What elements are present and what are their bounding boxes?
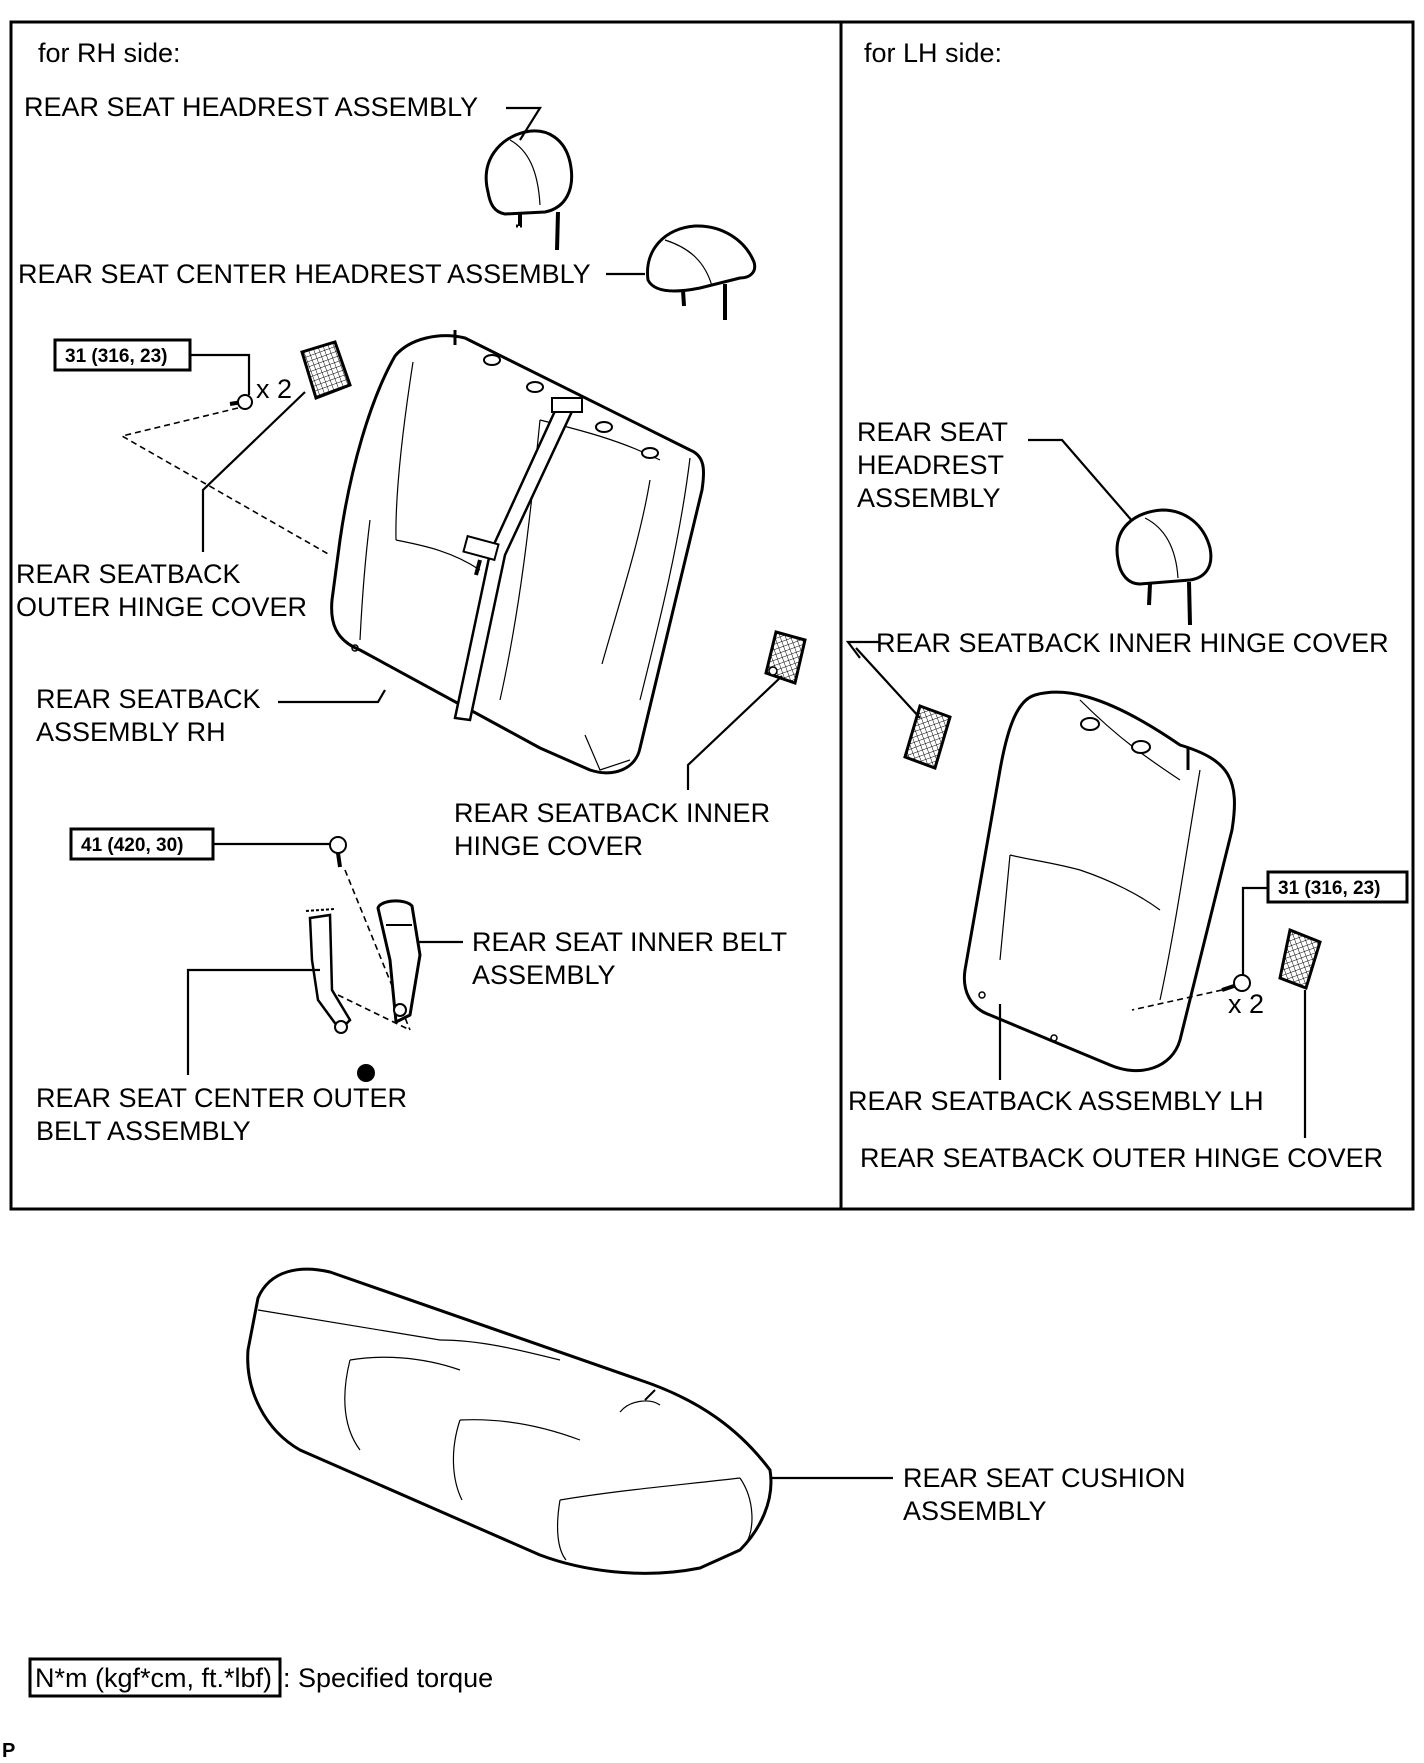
rh-torque-leader-1 <box>190 353 251 395</box>
lh-inner-hinge-cover <box>903 704 952 770</box>
cushion-label-2: ASSEMBLY <box>903 1496 1047 1526</box>
rh-center-outer-belt-leader <box>186 968 320 1075</box>
rh-qty-1: x 2 <box>256 374 292 404</box>
rh-center-headrest <box>646 224 757 320</box>
rh-outer-hinge-cover <box>300 340 352 400</box>
rh-headrest <box>484 129 574 251</box>
rh-bolt-1 <box>229 394 253 410</box>
lh-headrest-label-1: REAR SEAT <box>857 417 1008 447</box>
rh-headrest-leader <box>506 106 542 141</box>
torque-legend: N*m (kgf*cm, ft.*lbf) : Specified torque <box>28 1657 493 1698</box>
rh-inner-hinge-cover <box>764 630 807 685</box>
rh-center-outer-belt-label-1: REAR SEAT CENTER OUTER <box>36 1083 407 1113</box>
rh-inner-belt <box>376 899 422 1024</box>
lh-torque-leader <box>1241 886 1268 975</box>
rh-inner-belt-label-2: ASSEMBLY <box>472 960 616 990</box>
seat-cushion <box>246 1267 773 1575</box>
lh-bolt <box>1221 974 1251 992</box>
lh-alignment-line <box>1131 989 1223 1011</box>
rh-center-outer-belt <box>305 908 375 1082</box>
lh-panel-title: for LH side: <box>864 38 1002 68</box>
legend-box-text: N*m (kgf*cm, ft.*lbf) <box>35 1663 272 1693</box>
lh-headrest-label-3: ASSEMBLY <box>857 483 1001 513</box>
lh-seatback-label: REAR SEATBACK ASSEMBLY LH <box>848 1086 1264 1116</box>
rh-torque-value-1: 31 (316, 23) <box>65 346 167 367</box>
rh-inner-hinge-cover-label-1: REAR SEATBACK INNER <box>454 798 770 828</box>
rh-panel-title: for RH side: <box>38 38 181 68</box>
rh-torque-box-1: 31 (316, 23) <box>53 338 192 372</box>
rh-center-outer-belt-label-2: BELT ASSEMBLY <box>36 1116 251 1146</box>
lh-qty: x 2 <box>1228 989 1264 1019</box>
rh-seatback-label-2: ASSEMBLY RH <box>36 717 226 747</box>
lh-inner-hinge-cover-label: REAR SEATBACK INNER HINGE COVER <box>876 628 1389 658</box>
lh-inner-hinge-cover-arrow <box>845 640 880 659</box>
rh-alignment-line <box>119 407 331 556</box>
lh-headrest <box>1115 508 1213 626</box>
footer-mark: P <box>2 1740 15 1762</box>
rh-torque-box-2: 41 (420, 30) <box>69 827 215 861</box>
rh-inner-hinge-cover-leader <box>686 675 783 790</box>
lh-seatback <box>962 690 1236 1073</box>
rh-center-headrest-label: REAR SEAT CENTER HEADREST ASSEMBLY <box>18 259 591 289</box>
panel-frame <box>9 20 1415 1211</box>
rh-seatback-label-1: REAR SEATBACK <box>36 684 261 714</box>
lh-inner-hinge-cover-leader <box>855 647 921 719</box>
lh-outer-hinge-cover <box>1278 927 1322 990</box>
rh-belt-alignment-2 <box>337 994 411 1031</box>
rh-headrest-label: REAR SEAT HEADREST ASSEMBLY <box>24 92 478 122</box>
lh-headrest-label-2: HEADREST <box>857 450 1004 480</box>
rh-seatback-leader <box>278 689 386 704</box>
lh-headrest-leader <box>1028 438 1141 531</box>
cushion-label-1: REAR SEAT CUSHION <box>903 1463 1186 1493</box>
rh-outer-hinge-cover-label-1: REAR SEATBACK <box>16 559 241 589</box>
legend-text: : Specified torque <box>283 1663 493 1693</box>
rh-outer-hinge-cover-label-2: OUTER HINGE COVER <box>16 592 307 622</box>
rh-inner-hinge-cover-label-2: HINGE COVER <box>454 831 643 861</box>
rh-seatback <box>330 330 705 775</box>
lh-torque-box: 31 (316, 23) <box>1266 870 1409 904</box>
lh-torque-value: 31 (316, 23) <box>1278 878 1380 899</box>
rh-outer-hinge-cover-leader <box>201 391 306 552</box>
rh-bolt-2 <box>329 836 347 868</box>
rh-torque-value-2: 41 (420, 30) <box>81 835 183 856</box>
rh-inner-belt-label-1: REAR SEAT INNER BELT <box>472 927 787 957</box>
lh-outer-hinge-cover-label: REAR SEATBACK OUTER HINGE COVER <box>860 1143 1383 1173</box>
